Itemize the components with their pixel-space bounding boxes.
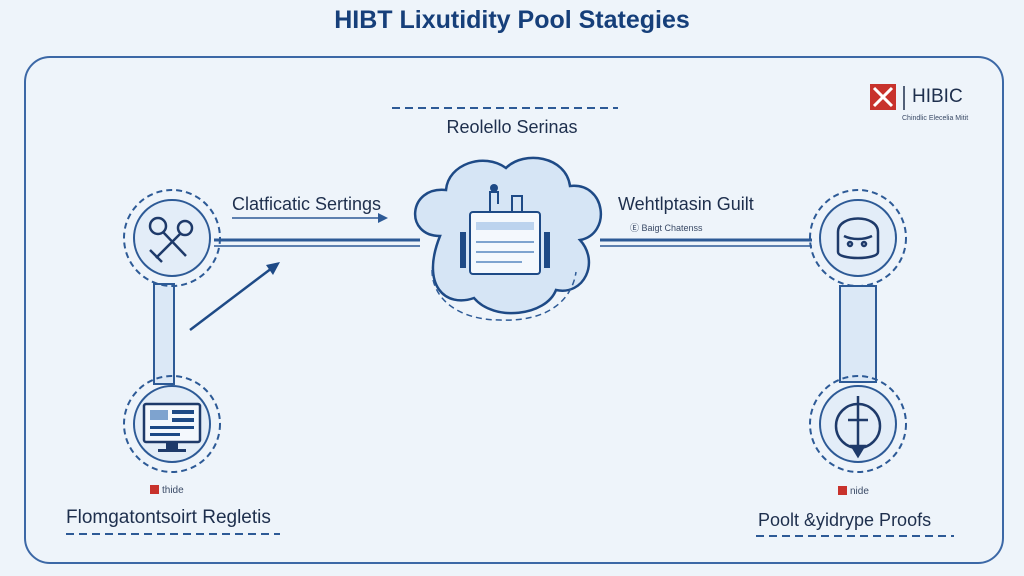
monitor-node [123,375,221,473]
diagonal-arrow [189,262,280,331]
right-node-label: Wehtlptasin Guilt [618,194,754,214]
cloud-node [414,156,603,321]
bottom-right-mini-label: nide [838,486,869,497]
connector-left-vertical [153,283,175,385]
compass-icon [834,396,882,459]
center-node-label: Reolello Serinas [446,117,578,137]
tools-node [123,189,221,287]
helmet-node [809,189,907,287]
mini-logo-icon [150,485,159,494]
connector-left-cloud [214,238,420,247]
left-node-label: Clatficatic Sertings [232,194,382,214]
mini-logo-icon [838,486,847,495]
bottom-left-node-label: Flomgatontsoirt Regletis [66,507,271,528]
diagram-title: HIBT Lixutidity Pool Stategies [334,6,690,34]
hibic-logo [870,84,905,110]
bottom-left-mini-label: thide [150,485,184,496]
tools-icon [148,216,194,263]
brand-name: HIBIC [912,86,963,107]
diagram-frame [24,56,1004,564]
right-node-sublabel: Ⓔ Baigt Chatenss [630,223,703,233]
monitor-icon [142,402,202,452]
bottom-left-mini-text: thide [162,485,184,496]
bottom-right-mini-text: nide [850,486,869,497]
brand-tagline: Chindlic Elecelia Mitit [902,115,969,122]
helmet-icon [836,217,880,260]
connector-right-vertical [839,285,877,383]
cloud-server-icon [460,184,550,275]
connector-cloud-right [600,238,812,247]
left-label-arrow [232,213,388,223]
compass-node [809,375,907,473]
bottom-right-node-label: Poolt &yidrype Proofs [758,510,932,530]
